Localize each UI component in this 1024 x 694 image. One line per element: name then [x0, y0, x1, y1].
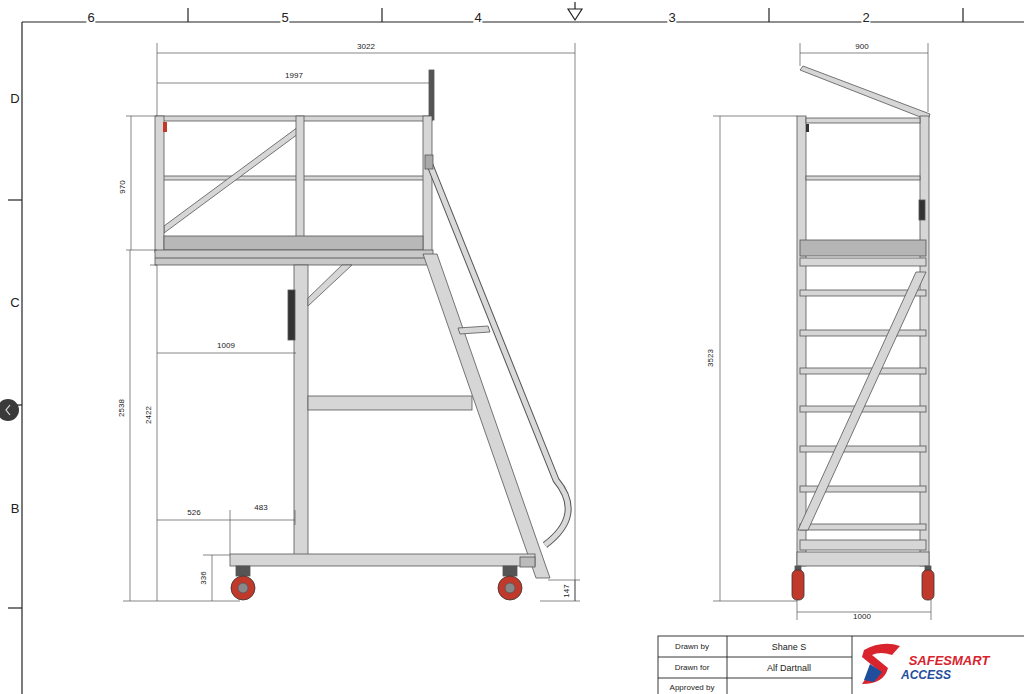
title-cell: Drawn for: [675, 664, 710, 672]
dimension: 970: [119, 179, 127, 194]
logo-mark: [862, 644, 900, 684]
title-cell: Shane S: [772, 643, 807, 652]
frame-row-letter: C: [9, 296, 20, 309]
dimension: 3022: [356, 43, 376, 51]
dimension: 2538: [118, 398, 126, 418]
title-cell: Approved by: [670, 684, 715, 692]
title-cell: Drawn by: [675, 643, 709, 651]
ui-dot: [0, 399, 19, 421]
side-view: [155, 70, 568, 600]
frame-column-number: 3: [667, 11, 676, 24]
dimension: 1000: [852, 613, 872, 621]
dimension: 3523: [707, 348, 715, 368]
dimension: 526: [186, 509, 201, 517]
dimension: 2422: [145, 405, 153, 425]
frame-row-letter: D: [9, 92, 20, 105]
dimension: 900: [854, 43, 869, 51]
front-view: [792, 66, 934, 600]
title-cell: Alf Dartnall: [767, 664, 811, 673]
frame-column-number: 6: [86, 11, 95, 24]
dimension: 483: [253, 504, 268, 512]
logo-text: ACCESS: [901, 669, 951, 681]
dimension: 1009: [216, 342, 236, 350]
title-block: [658, 636, 1024, 694]
logo-text: SAFESMART: [909, 654, 990, 667]
frame-column-number: 4: [473, 11, 482, 24]
dimension: 1997: [284, 72, 304, 80]
drawing-frame: [8, 2, 1024, 694]
frame-row-letter: B: [10, 502, 21, 515]
frame-column-number: 5: [280, 11, 289, 24]
dimension-lines: [123, 43, 931, 620]
frame-column-number: 2: [861, 11, 870, 24]
dimension: 147: [563, 583, 571, 598]
dimension: 336: [200, 570, 208, 585]
